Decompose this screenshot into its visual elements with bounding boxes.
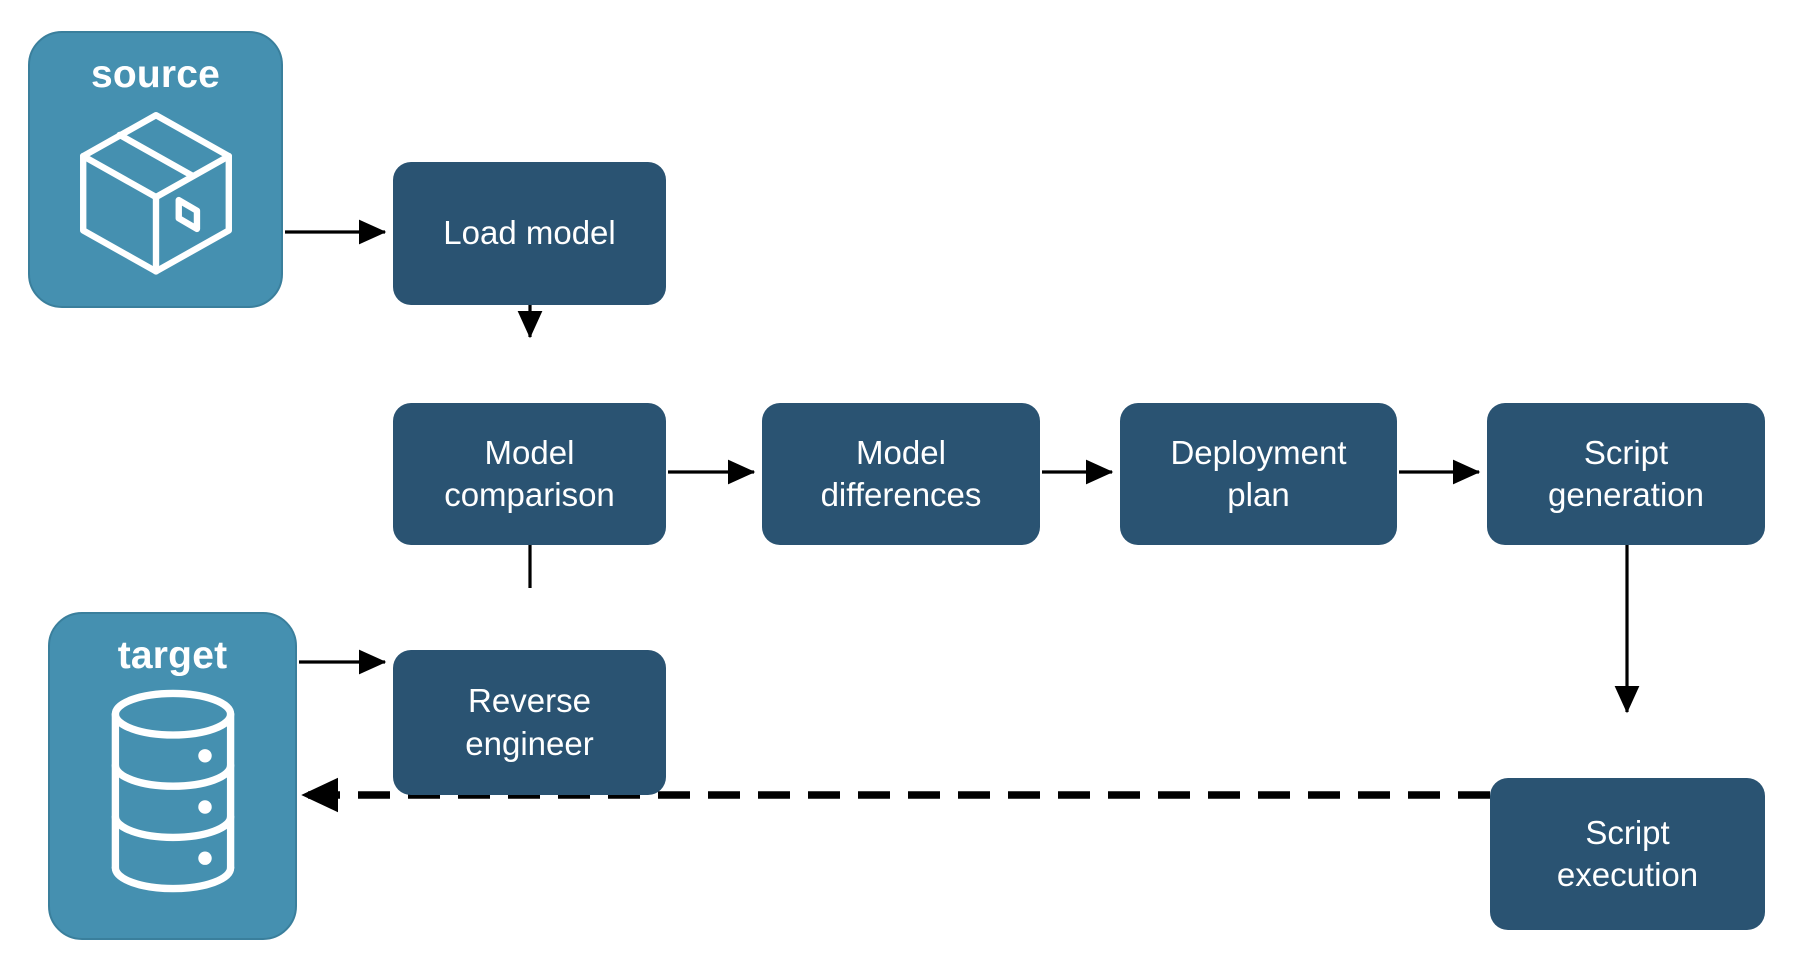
- node-reverse-engineer[interactable]: Reverse engineer: [393, 650, 666, 795]
- endpoint-target[interactable]: target: [48, 612, 297, 940]
- node-load-model[interactable]: Load model: [393, 162, 666, 305]
- endpoint-source[interactable]: source: [28, 31, 283, 308]
- endpoint-source-label: source: [90, 53, 221, 96]
- database-cylinder-icon: [93, 675, 253, 902]
- node-deployment-plan[interactable]: Deployment plan: [1120, 403, 1397, 545]
- node-script-generation[interactable]: Script generation: [1487, 403, 1765, 545]
- node-model-differences[interactable]: Model differences: [762, 403, 1040, 545]
- endpoint-target-label: target: [117, 634, 228, 677]
- package-box-icon: [65, 94, 247, 287]
- node-script-execution[interactable]: Script execution: [1490, 778, 1765, 930]
- node-model-comparison[interactable]: Model comparison: [393, 403, 666, 545]
